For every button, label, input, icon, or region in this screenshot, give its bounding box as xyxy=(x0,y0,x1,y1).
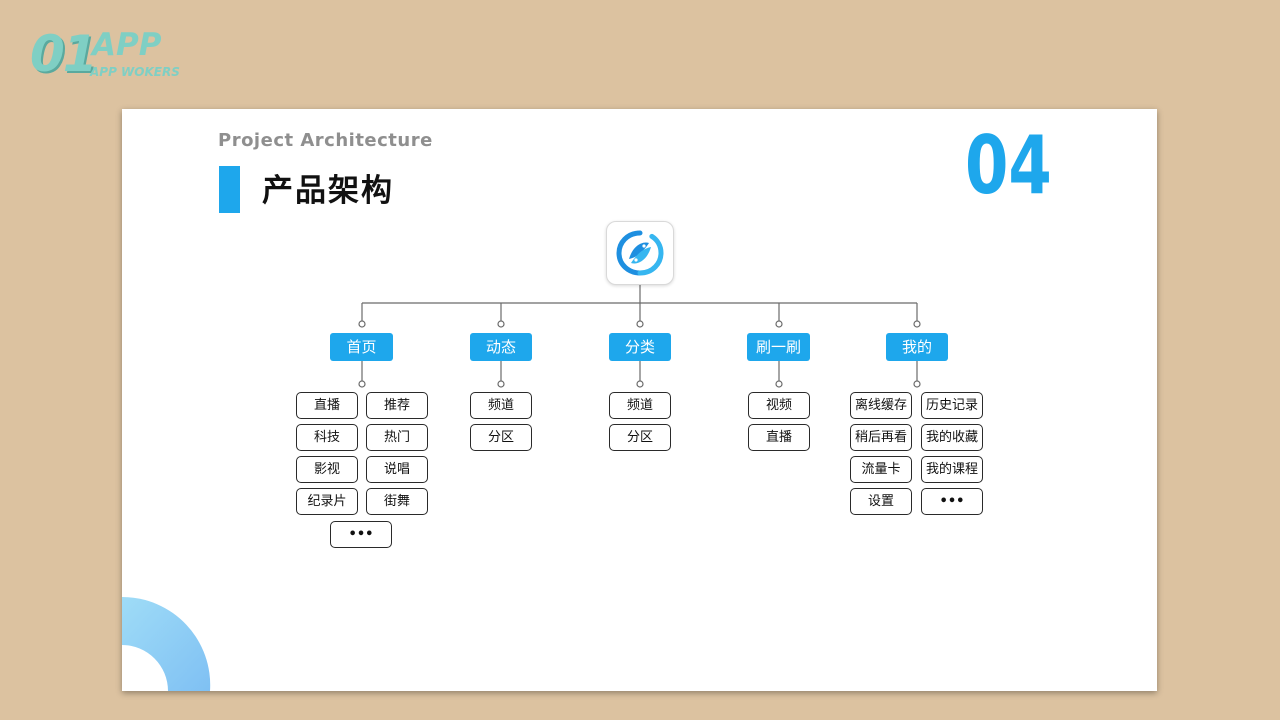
leaf-home-rap[interactable]: 说唱 xyxy=(366,456,428,483)
fish-logo-icon xyxy=(616,230,664,276)
category-swipe[interactable]: 刷一刷 xyxy=(747,333,810,361)
decorative-arc xyxy=(122,597,211,691)
page-number: 04 xyxy=(965,119,1052,212)
leaf-mine-data-card[interactable]: 流量卡 xyxy=(850,456,912,483)
slide-title: 产品架构 xyxy=(262,173,394,209)
leaf-home-more[interactable]: ••• xyxy=(330,521,392,548)
leaf-mine-more[interactable]: ••• xyxy=(921,488,983,515)
leaf-swipe-video[interactable]: 视频 xyxy=(748,392,810,419)
leaf-mine-courses[interactable]: 我的课程 xyxy=(921,456,983,483)
leaf-home-live[interactable]: 直播 xyxy=(296,392,358,419)
leaf-classify-channel[interactable]: 频道 xyxy=(609,392,671,419)
leaf-mine-offline-cache[interactable]: 离线缓存 xyxy=(850,392,912,419)
brand-tagline: APP WOKERS xyxy=(90,65,180,79)
leaf-home-recommend[interactable]: 推荐 xyxy=(366,392,428,419)
leaf-home-street-dance[interactable]: 街舞 xyxy=(366,488,428,515)
leaf-home-film[interactable]: 影视 xyxy=(296,456,358,483)
category-home[interactable]: 首页 xyxy=(330,333,393,361)
leaf-home-hot[interactable]: 热门 xyxy=(366,424,428,451)
tree-connectors xyxy=(358,284,921,388)
leaf-mine-settings[interactable]: 设置 xyxy=(850,488,912,515)
category-feed[interactable]: 动态 xyxy=(470,333,532,361)
category-classify[interactable]: 分类 xyxy=(609,333,671,361)
app-logo xyxy=(606,221,674,285)
leaf-swipe-live[interactable]: 直播 xyxy=(748,424,810,451)
leaf-mine-history[interactable]: 历史记录 xyxy=(921,392,983,419)
leaf-feed-channel[interactable]: 频道 xyxy=(470,392,532,419)
leaf-feed-zone[interactable]: 分区 xyxy=(470,424,532,451)
leaf-classify-zone[interactable]: 分区 xyxy=(609,424,671,451)
leaf-mine-favorites[interactable]: 我的收藏 xyxy=(921,424,983,451)
leaf-home-tech[interactable]: 科技 xyxy=(296,424,358,451)
brand-logo: 01 APP APP WOKERS xyxy=(30,28,190,84)
slide-subtitle: Project Architecture xyxy=(218,130,433,151)
leaf-mine-watch-later[interactable]: 稍后再看 xyxy=(850,424,912,451)
slide: Project Architecture 产品架构 04 xyxy=(122,109,1157,691)
title-accent-bar xyxy=(219,166,240,213)
brand-name: APP xyxy=(92,27,162,63)
leaf-home-documentary[interactable]: 纪录片 xyxy=(296,488,358,515)
brand-number: 01 xyxy=(30,25,98,83)
category-mine[interactable]: 我的 xyxy=(886,333,948,361)
